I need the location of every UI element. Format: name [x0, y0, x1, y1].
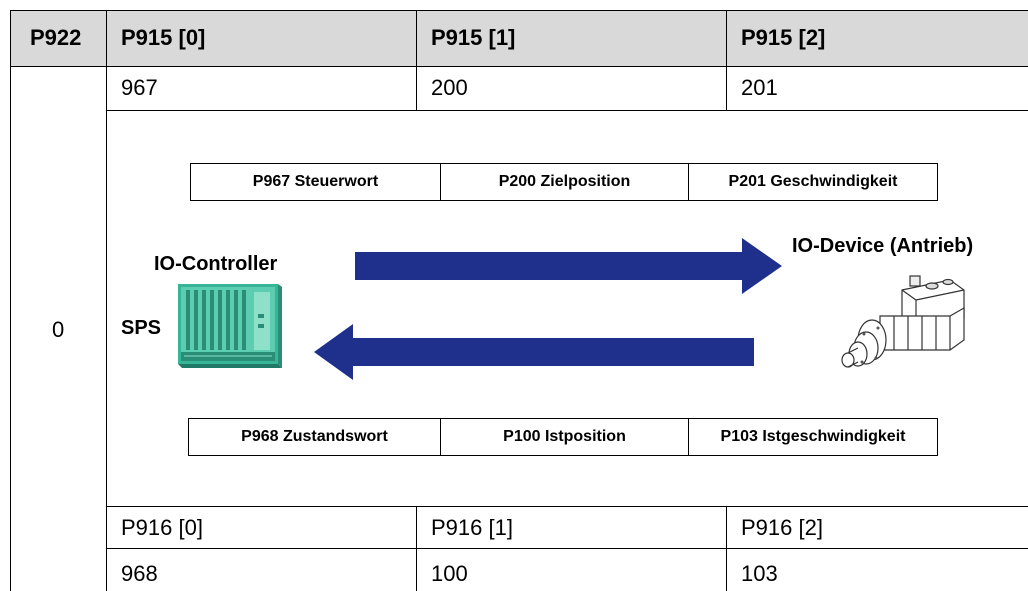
p915-2-value: 201: [741, 75, 778, 100]
table-divider-col1-top: [416, 10, 417, 110]
table-divider-diagram: [106, 506, 1028, 507]
p916-1-label: P916 [1]: [431, 515, 513, 540]
box-zustandswort: P968 Zustandswort: [241, 428, 388, 445]
io-controller-label: IO-Controller: [154, 253, 278, 275]
box-steuerwort: P967 Steuerwort: [252, 173, 379, 190]
header-p922: P922: [30, 25, 82, 50]
p916-0-label: P916 [0]: [121, 515, 203, 540]
table-divider-col0: [106, 10, 107, 591]
io-device-label: IO-Device (Antrieb): [792, 235, 974, 257]
box-divider: [440, 164, 441, 200]
arrow-right-icon: [355, 238, 782, 294]
plc-rack-icon: [178, 284, 282, 368]
box-divider: [440, 419, 441, 455]
p916-2-label: P916 [2]: [741, 515, 823, 540]
input-parameter-boxes: P968 Zustandswort P100 Istposition P103 …: [188, 418, 938, 456]
box-istposition: P100 Istposition: [503, 428, 626, 445]
output-parameter-boxes: P967 Steuerwort P200 Zielposition P201 G…: [190, 163, 938, 201]
table-divider-header: [10, 66, 1028, 67]
box-divider: [688, 164, 689, 200]
box-zielposition: P200 Zielposition: [498, 173, 631, 190]
table-divider-col2-top: [726, 10, 727, 110]
p916-2-value: 103: [741, 561, 778, 586]
box-geschwindigkeit: P201 Geschwindigkeit: [728, 173, 898, 190]
table-divider-col2-bottom: [726, 506, 727, 591]
header-p915-2: P915 [2]: [741, 25, 826, 50]
table-divider-row3: [106, 548, 1028, 549]
box-divider: [688, 419, 689, 455]
box-istgeschwindigkeit: P103 Istgeschwindigkeit: [720, 428, 906, 445]
table-header-background: [10, 10, 1028, 66]
header-p915-1: P915 [1]: [431, 25, 516, 50]
p922-value: 0: [52, 317, 65, 342]
p915-1-value: 200: [431, 75, 468, 100]
table-divider-row1: [106, 110, 1028, 111]
p916-0-value: 968: [121, 561, 158, 586]
p915-0-value: 967: [121, 75, 158, 100]
table-divider-col1-bottom: [416, 506, 417, 591]
drive-motor-icon: [841, 275, 965, 368]
table-border-top: [10, 10, 1028, 11]
p916-1-value: 100: [431, 561, 468, 586]
table-border-left: [10, 10, 11, 591]
sps-label: SPS: [121, 317, 162, 339]
arrow-left-icon: [314, 324, 754, 380]
header-p915-0: P915 [0]: [121, 25, 206, 50]
